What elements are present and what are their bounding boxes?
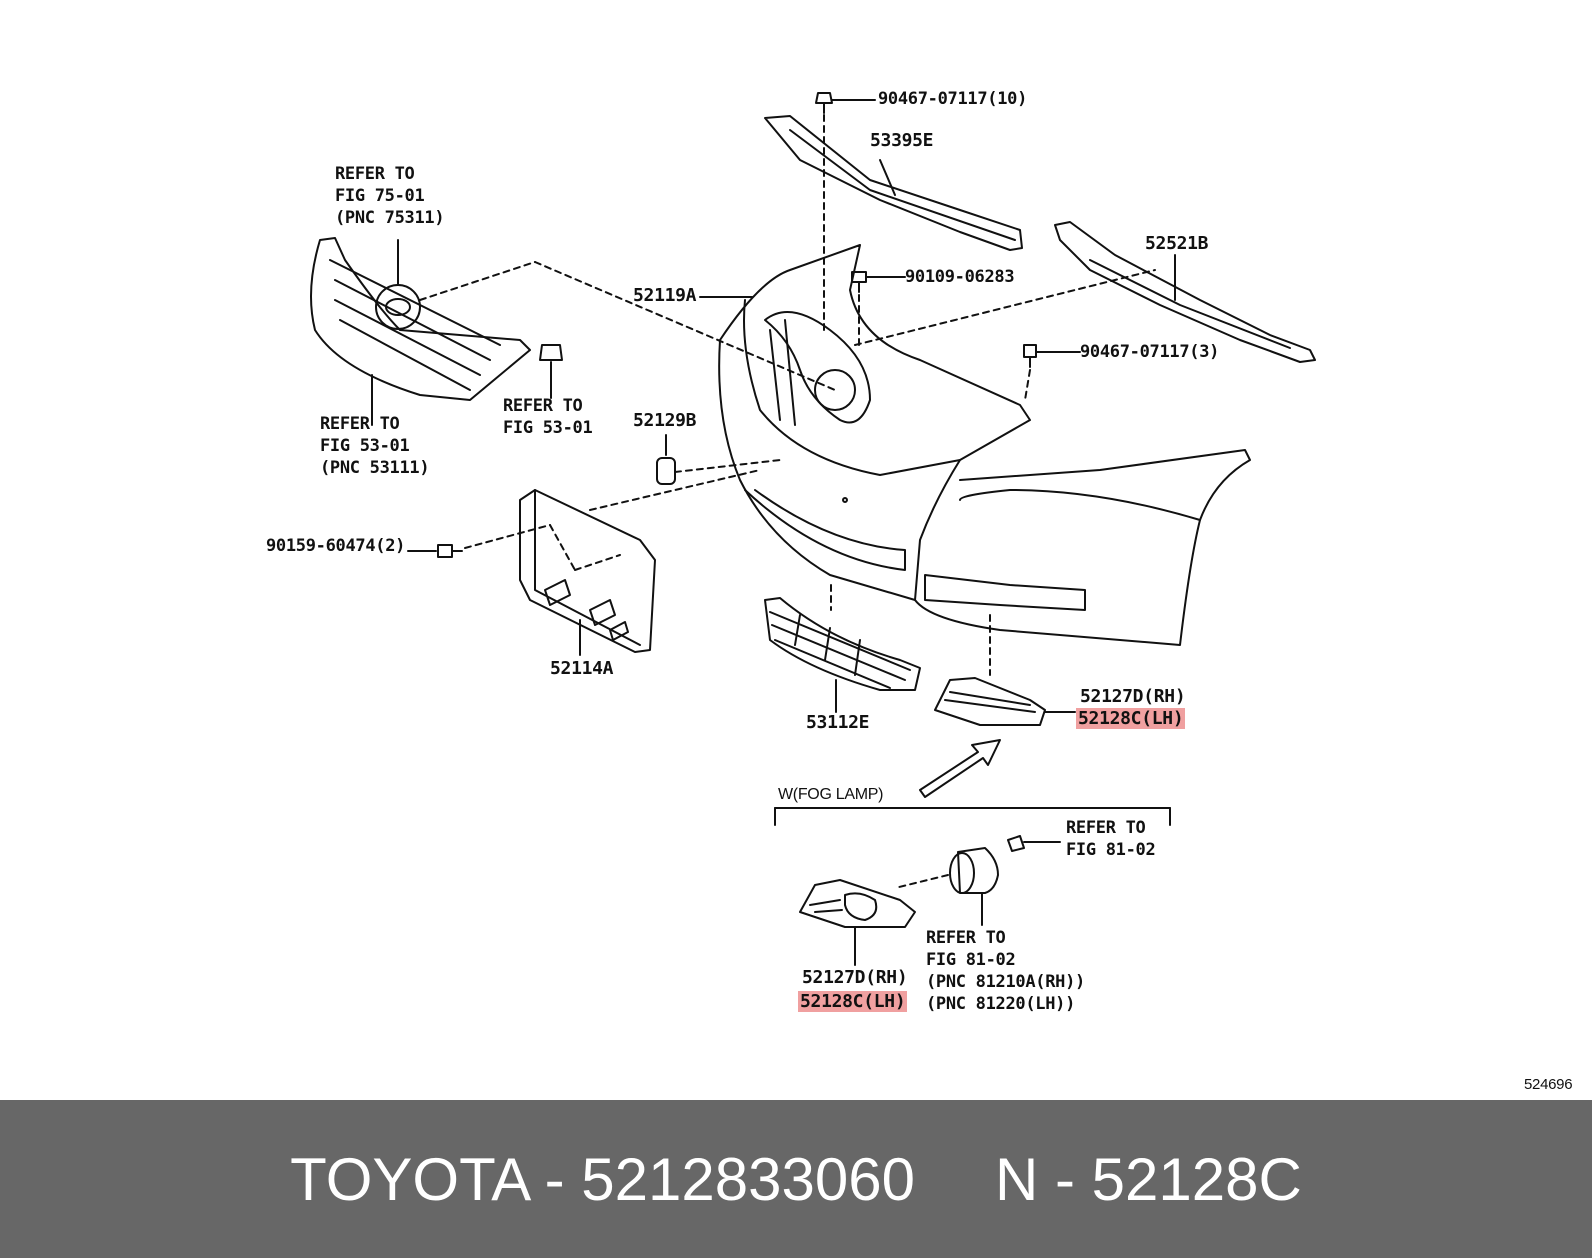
clip-icon: [539, 344, 563, 399]
diagram-id: 524696: [1524, 1076, 1573, 1093]
label-52127d-rh-top: 52127D(RH): [1080, 686, 1186, 707]
label-52127d-rh-bottom: 52127D(RH): [802, 967, 908, 988]
refer-fog-lamp-line-2: FIG 81-02: [926, 950, 1016, 970]
fog-cover-lower-shape: [799, 879, 916, 928]
arrow-icon: [919, 739, 1001, 798]
dashed-bracket-link: [854, 269, 1156, 346]
highlight-52128c-bottom: 52128C(LH): [798, 991, 908, 1012]
refer-emblem-line-2: FIG 75-01: [335, 186, 425, 206]
label-52128c-lh-bottom: 52128C(LH): [798, 991, 908, 1013]
label-screw-plate: 90159-60474(2): [266, 536, 406, 556]
footer-brand-part: TOYOTA - 5212833060: [290, 1145, 915, 1213]
label-screw-mid: 90109-06283: [905, 267, 1015, 287]
cap-52129b-icon: [656, 457, 676, 485]
refer-clip-line-2: FIG 53-01: [503, 418, 593, 438]
label-52114a: 52114A: [550, 658, 614, 679]
label-52119a: 52119A: [633, 285, 697, 306]
lower-grille-shape: [764, 597, 921, 691]
license-bracket-shape: [519, 489, 656, 653]
refer-fog-lamp-line-4: (PNC 81220(LH)): [926, 994, 1076, 1014]
fog-lamp-icon: [949, 847, 999, 894]
retainer-53395e-shape: [764, 115, 1023, 251]
bumper-exploded-view: [310, 92, 1316, 966]
part-number-footer: TOYOTA - 5212833060 N - 52128C: [0, 1100, 1592, 1258]
refer-grille-line-1: REFER TO: [320, 414, 400, 434]
fog-cover-upper-shape: [934, 677, 1046, 726]
parts-diagram: 90467-07117(10) 53395E REFER TO FIG 75-0…: [266, 89, 1573, 1093]
dashed-plate: [589, 469, 761, 511]
refer-fog-bolt-line-1: REFER TO: [1066, 818, 1146, 838]
dashed-fog-lamp: [894, 874, 949, 889]
label-bolt-top: 90467-07117(10): [878, 89, 1028, 109]
refer-grille-line-3: (PNC 53111): [320, 458, 430, 478]
refer-clip-line-1: REFER TO: [503, 396, 583, 416]
refer-emblem-line-3: (PNC 75311): [335, 208, 445, 228]
refer-fog-lamp-line-3: (PNC 81210A(RH)): [926, 972, 1085, 992]
footer-pnc: N - 52128C: [995, 1145, 1302, 1213]
dashed-cap: [674, 459, 781, 473]
refer-emblem-line-1: REFER TO: [335, 164, 415, 184]
label-52521b: 52521B: [1145, 233, 1209, 254]
emblem-icon: [375, 239, 421, 330]
screw-plate-icon: [407, 524, 621, 571]
bolt-top-icon: [815, 92, 876, 331]
dashed-emblem-1: [419, 261, 536, 301]
refer-fog-bolt-line-2: FIG 81-02: [1066, 840, 1156, 860]
label-53395e: 53395E: [870, 130, 934, 151]
leader-53395e: [879, 159, 896, 196]
bracket-52521b-shape: [1054, 221, 1316, 363]
highlight-52128c-top: 52128C(LH): [1076, 708, 1186, 729]
label-52129b: 52129B: [633, 410, 697, 431]
fog-bolt-icon: [1007, 835, 1061, 852]
bolt-right-icon: [1023, 344, 1081, 401]
upper-grille-shape: [310, 237, 531, 401]
label-bolt-right: 90467-07117(3): [1080, 342, 1220, 362]
label-52128c-lh-top: 52128C(LH): [1076, 708, 1186, 730]
bumper-cover-shape: [718, 244, 1251, 646]
screw-mid-icon: [851, 271, 906, 346]
refer-grille-line-2: FIG 53-01: [320, 436, 410, 456]
dashed-emblem-2: [534, 261, 836, 391]
label-53112e: 53112E: [806, 712, 870, 733]
fog-group-bracket: [774, 807, 1171, 826]
refer-fog-lamp-line-1: REFER TO: [926, 928, 1006, 948]
label-fog-group: W(FOG LAMP): [778, 786, 884, 803]
